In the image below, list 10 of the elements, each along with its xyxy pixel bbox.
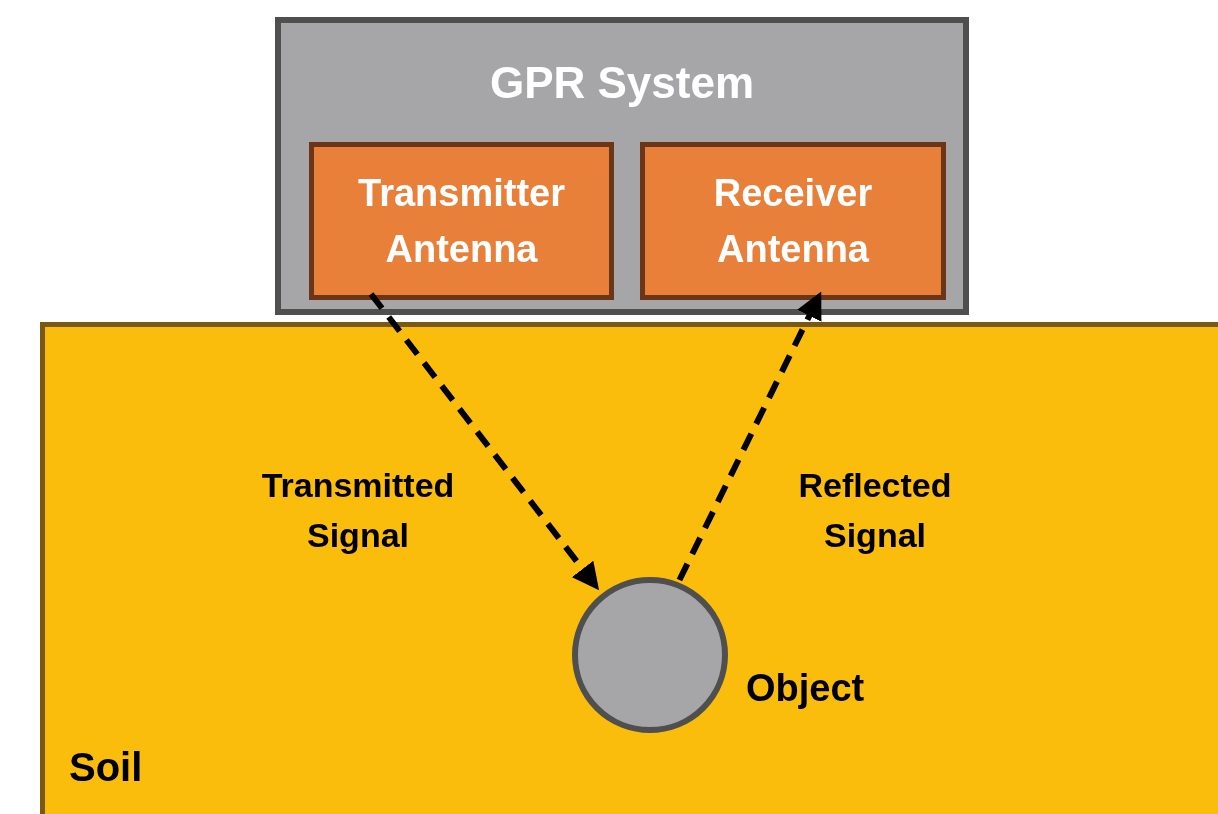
box-label: Receiver Antenna [712,171,874,272]
box-title: GPR System [489,61,755,105]
system-box [275,17,969,315]
soil-region [40,322,1218,814]
box-label: Transmitter Antenna [357,171,566,272]
antenna-box [640,142,946,300]
object-label: Object [746,669,865,707]
region-label: Soil [69,747,143,787]
antenna-box [309,142,614,300]
dashed-arrow [676,291,823,582]
